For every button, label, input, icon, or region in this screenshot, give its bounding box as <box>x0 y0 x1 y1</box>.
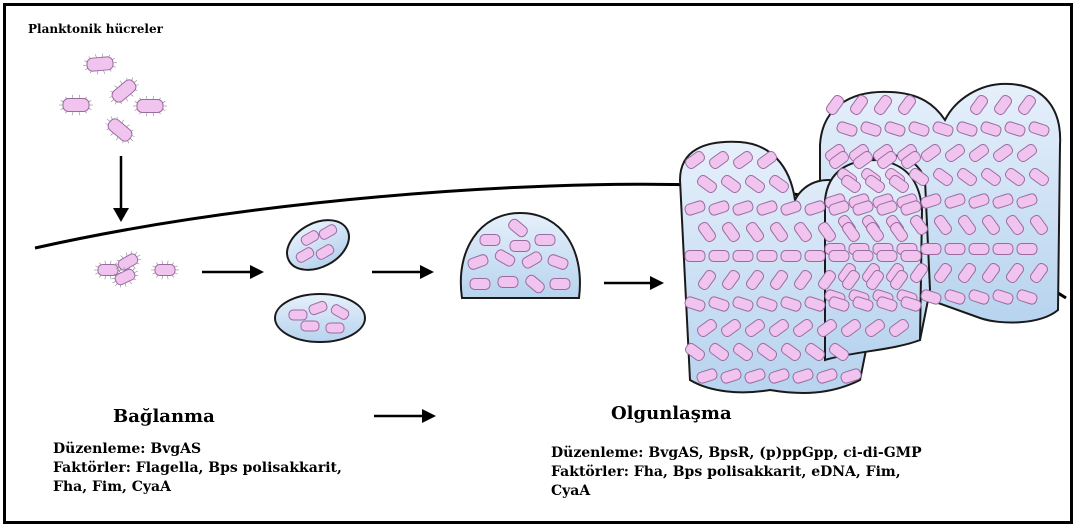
maturation-regulation-value: BvgAS, BpsR, (p)ppGpp, ci-di-GMP <box>648 445 921 461</box>
attachment-factors: Faktörler: Flagella, Bps polisakkarit, <box>53 459 342 478</box>
bacterium-cell <box>510 241 530 252</box>
arrow-text-row <box>374 409 436 423</box>
bacterium-cell <box>498 277 518 288</box>
bacterium-cell <box>733 251 753 262</box>
maturation-factors: Faktörler: Fha, Bps polisakkarit, eDNA, … <box>551 463 901 482</box>
arrow-down <box>113 156 129 222</box>
bacterium-cell <box>685 251 705 262</box>
microcolony-lower <box>275 294 365 342</box>
maturation-regulation-label: Düzenleme: <box>551 445 643 461</box>
bacterium-cell <box>100 111 139 149</box>
bacterium-cell <box>877 251 897 262</box>
bacterium-cell <box>969 244 989 255</box>
bacterium-cell <box>805 251 825 262</box>
bacterium-cell <box>921 244 941 255</box>
maturation-regulation: Düzenleme: BvgAS, BpsR, (p)ppGpp, ci-di-… <box>551 444 922 463</box>
bacterium-cell <box>289 310 307 320</box>
dome-biofilm <box>461 213 580 298</box>
maturation-factors-line1: Fha, Bps polisakkarit, eDNA, Fim, <box>634 464 901 480</box>
bacterium-cell <box>133 96 167 116</box>
attachment-factors-line2: Fha, Fim, CyaA <box>53 478 171 497</box>
planktonic-cells <box>59 52 167 148</box>
attachment-regulation: Düzenleme: BvgAS <box>53 440 201 459</box>
arrow-stage-2 <box>372 265 434 279</box>
maturation-factors-line2: CyaA <box>551 482 590 501</box>
bacterium-cell <box>59 95 93 115</box>
bacterium-cell <box>853 251 873 262</box>
bacterium-cell <box>82 52 118 75</box>
maturation-factors-label: Faktörler: <box>551 464 629 480</box>
planktonic-label: Planktonik hücreler <box>28 22 163 36</box>
bacterium-cell <box>1017 244 1037 255</box>
attached-cells <box>94 247 179 291</box>
bacterium-cell <box>709 251 729 262</box>
bacterium-cell <box>151 261 179 280</box>
bacterium-cell <box>326 323 344 333</box>
arrow-stage-1 <box>202 265 264 279</box>
attachment-title: Bağlanma <box>113 406 215 427</box>
bacterium-cell <box>829 251 849 262</box>
bacterium-cell <box>480 235 500 246</box>
bacterium-cell <box>535 235 555 246</box>
bacterium-cell <box>301 321 319 331</box>
bacterium-cell <box>550 279 570 290</box>
mature-biofilm <box>680 84 1060 393</box>
arrow-stage-3 <box>604 276 664 290</box>
bacterium-cell <box>781 251 801 262</box>
attachment-factors-label: Faktörler: <box>53 460 131 476</box>
bacterium-cell <box>470 279 490 290</box>
attachment-regulation-label: Düzenleme: <box>53 441 145 457</box>
attachment-factors-line1: Flagella, Bps polisakkarit, <box>136 460 342 476</box>
attachment-regulation-value: BvgAS <box>150 441 201 457</box>
bacterium-cell <box>945 244 965 255</box>
microcolony-upper <box>279 210 358 280</box>
bacterium-cell <box>757 251 777 262</box>
maturation-title: Olgunlaşma <box>611 403 732 424</box>
bacterium-cell <box>901 251 921 262</box>
bacterium-cell <box>993 244 1013 255</box>
